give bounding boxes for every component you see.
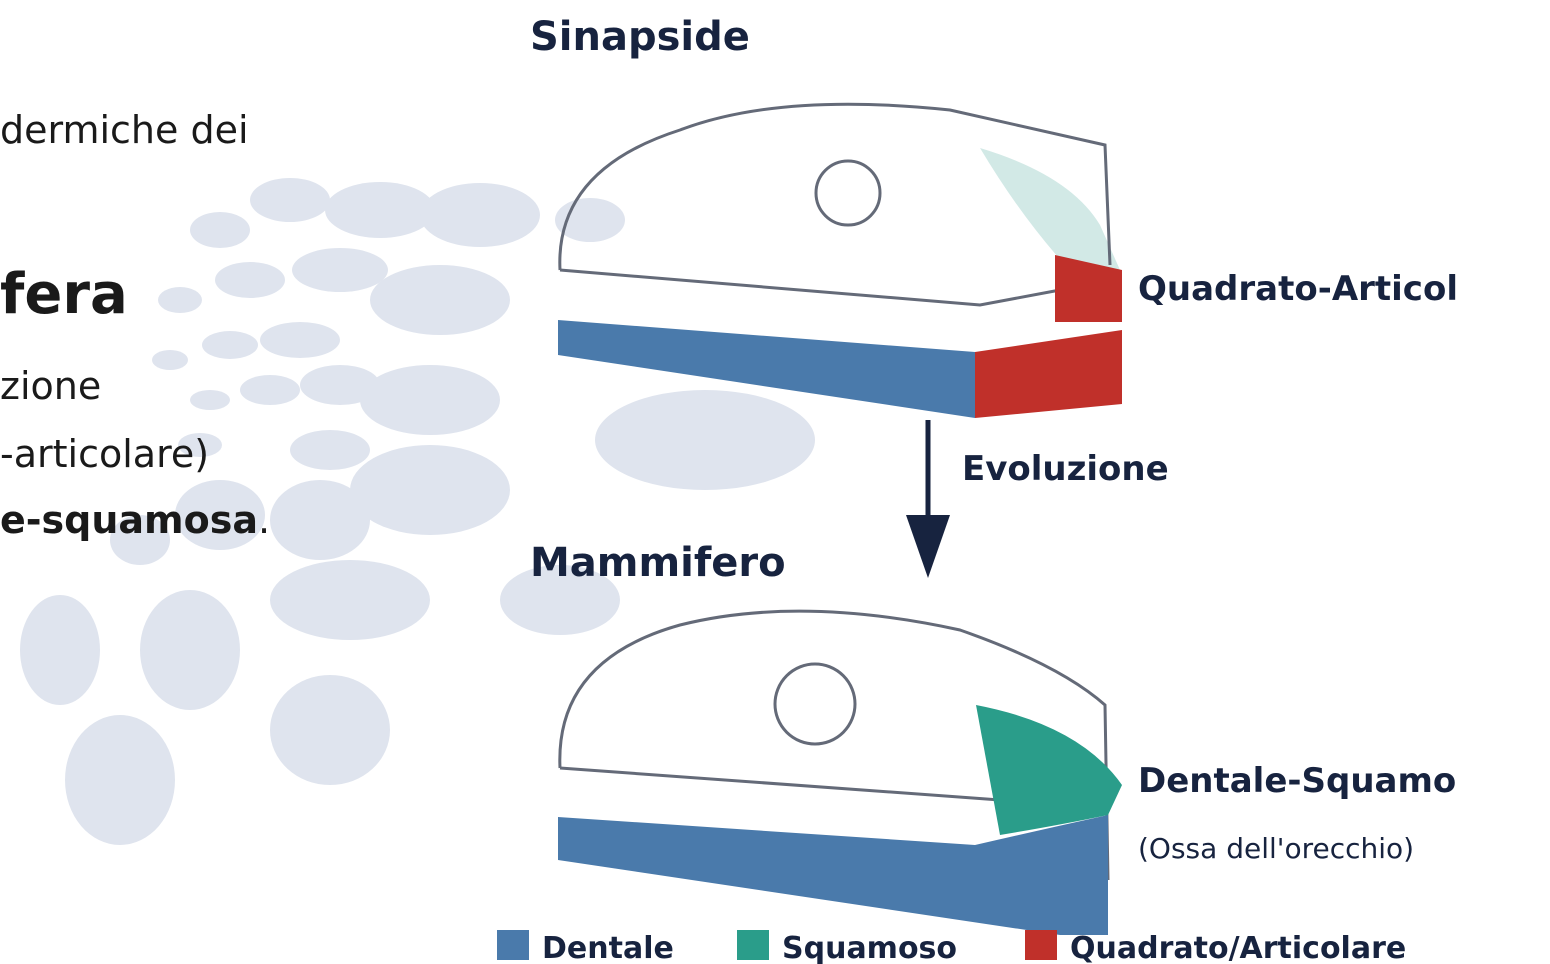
synapsid-title: Sinapside <box>530 14 750 60</box>
legend-swatch-dentale <box>497 930 529 960</box>
evolution-arrow <box>906 420 950 578</box>
legend: Dentale Squamoso Quadrato/Articolare <box>497 930 1406 964</box>
ear-bones-note: (Ossa dell'orecchio) <box>1138 832 1414 865</box>
dentale-squamoso-label: Dentale-Squamo <box>1138 761 1456 801</box>
legend-label-dentale: Dentale <box>542 931 674 964</box>
text-line-1: dermiche dei <box>0 108 249 152</box>
synapsid-dentale <box>558 320 975 418</box>
mammal-eye-socket <box>775 664 855 744</box>
quadrato-articolare-label: Quadrato-Articol <box>1138 269 1458 309</box>
synapsid-articolare <box>975 330 1122 418</box>
legend-swatch-quadrato <box>1025 930 1057 960</box>
arrow-head <box>906 515 950 578</box>
text-line-4: -articolare) <box>0 432 209 476</box>
mammal-squamoso <box>976 705 1122 835</box>
synapsid-skull-base <box>560 270 1060 305</box>
legend-label-quadrato: Quadrato/Articolare <box>1070 931 1406 964</box>
legend-label-squamoso: Squamoso <box>782 931 957 964</box>
mammal-skull <box>558 611 1122 935</box>
text-line-3: zione <box>0 364 101 408</box>
evolution-label: Evoluzione <box>962 449 1169 489</box>
synapsid-skull <box>558 104 1122 418</box>
synapsid-eye-socket <box>816 161 880 225</box>
text-line-5: e-squamosa. <box>0 498 270 542</box>
section-heading: fera <box>0 262 128 327</box>
synapsid-squamoso-faded <box>980 148 1120 270</box>
mammal-dentale <box>558 815 1108 935</box>
mammal-title: Mammifero <box>530 540 786 586</box>
legend-swatch-squamoso <box>737 930 769 960</box>
mammal-skull-base <box>560 768 1000 800</box>
text-line-5-bold: e-squamosa <box>0 498 258 542</box>
text-line-5-tail: . <box>258 498 270 542</box>
